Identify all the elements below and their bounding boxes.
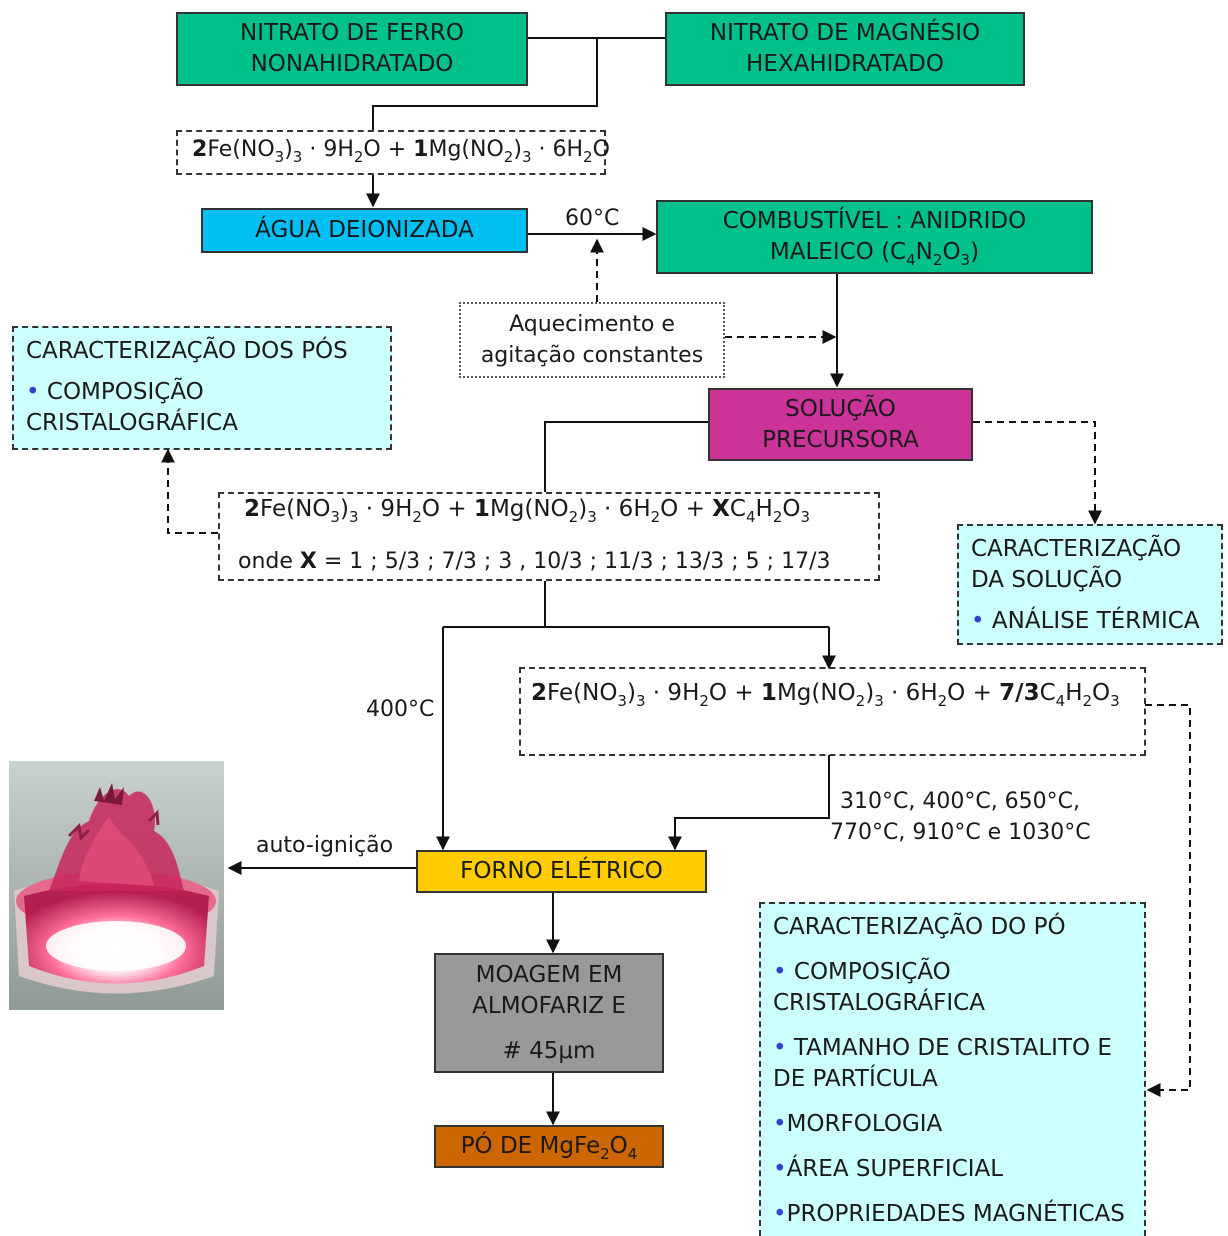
equation-3: 2Fe(NO3)3 · 9H2O + 1Mg(NO2)3 · 6H2O + 7/…	[531, 680, 1120, 710]
magnesium-nitrate-line2: HEXAHIDRATADO	[746, 51, 944, 77]
iron-nitrate-line1: NITRATO DE FERRO	[240, 20, 464, 46]
temperature-400-label: 400°C	[366, 697, 435, 722]
powder-characterization-title: CARACTERIZAÇÃO DO PÓ	[773, 914, 1066, 940]
equation-2: 2Fe(NO3)3 · 9H2O + 1Mg(NO2)3 · 6H2O + XC…	[244, 496, 811, 526]
equation-1-box	[176, 130, 606, 175]
grinding-line1: MOAGEM EM	[475, 961, 623, 988]
equation-1: 2Fe(NO3)3 · 9H2O + 1Mg(NO2)3 · 6H2O	[192, 137, 610, 166]
grinding-line2: ALMOFARIZ E	[472, 992, 626, 1019]
final-powder-box: PÓ DE MgFe2O4	[434, 1125, 664, 1168]
magnesium-nitrate-box: NITRATO DE MAGNÉSIO HEXAHIDRATADO	[665, 12, 1025, 86]
solution-characterization-title-line1: CARACTERIZAÇÃO	[971, 536, 1182, 562]
deionized-water-box: ÁGUA DEIONIZADA	[201, 208, 528, 253]
powder-characterization-box: CARACTERIZAÇÃO DO PÓ • COMPOSIÇÃO CRISTA…	[759, 902, 1146, 1236]
fuel-box: COMBUSTÍVEL : ANIDRIDO MALEICO (C4N2O3)	[656, 200, 1093, 274]
powder-characterization-item: • COMPOSIÇÃO CRISTALOGRÁFICA	[773, 959, 985, 1016]
fuel-line2: MALEICO (C4N2O3)	[769, 239, 980, 269]
solution-characterization-item: • ANÁLISE TÉRMICA	[971, 608, 1200, 634]
precursor-solution-box: SOLUÇÃO PRECURSORA	[708, 388, 973, 461]
powder-characterization-item: •ÁREA SUPERFICIAL	[773, 1156, 1004, 1182]
combustion-photo	[9, 761, 224, 1010]
iron-nitrate-box: NITRATO DE FERRO NONAHIDRATADO	[176, 12, 528, 86]
auto-ignition-label: auto-ignição	[256, 833, 394, 858]
solution-characterization-box: CARACTERIZAÇÃO DA SOLUÇÃO • ANÁLISE TÉRM…	[957, 524, 1223, 645]
deionized-water-label: ÁGUA DEIONIZADA	[255, 217, 474, 243]
equation-3-box	[519, 667, 1146, 756]
final-powder-label: PÓ DE MgFe2O4	[460, 1133, 638, 1163]
grinding-box: MOAGEM EM ALMOFARIZ E # 45μm	[434, 953, 664, 1073]
calcination-temperatures-line1: 310°C, 400°C, 650°C,	[840, 789, 1081, 814]
iron-nitrate-line2: NONAHIDRATADO	[250, 51, 454, 77]
equation-2-box	[218, 492, 880, 581]
electric-furnace-box: FORNO ELÉTRICO	[416, 850, 707, 893]
equation-2-x-values: onde X = 1 ; 5/3 ; 7/3 ; 3 , 10/3 ; 11/3…	[238, 549, 831, 574]
precursor-solution-line2: PRECURSORA	[762, 426, 919, 453]
powders-characterization-title: CARACTERIZAÇÃO DOS PÓS	[26, 338, 348, 364]
calcination-temperatures-line2: 770°C, 910°C e 1030°C	[830, 820, 1091, 845]
heating-stirring-box: Aquecimento e agitação constantes	[459, 302, 725, 378]
powders-characterization-item: • COMPOSIÇÃO CRISTALOGRÁFICA	[26, 379, 238, 436]
powder-characterization-item: •MORFOLOGIA	[773, 1111, 943, 1137]
electric-furnace-label: FORNO ELÉTRICO	[460, 858, 663, 884]
powder-characterization-item: • TAMANHO DE CRISTALITO E DE PARTÍCULA	[773, 1035, 1112, 1092]
temperature-60-label: 60°C	[565, 206, 620, 231]
precursor-solution-line1: SOLUÇÃO	[785, 395, 896, 422]
fuel-line1: COMBUSTÍVEL : ANIDRIDO	[722, 208, 1027, 234]
powder-characterization-item: •PROPRIEDADES MAGNÉTICAS	[773, 1201, 1125, 1227]
magnesium-nitrate-line1: NITRATO DE MAGNÉSIO	[709, 20, 981, 46]
heating-line2: agitação constantes	[480, 343, 704, 368]
heating-line1: Aquecimento e	[509, 312, 675, 337]
solution-characterization-title-line2: DA SOLUÇÃO	[971, 567, 1123, 593]
powders-characterization-box: CARACTERIZAÇÃO DOS PÓS • COMPOSIÇÃO CRIS…	[12, 326, 392, 450]
grinding-line3: # 45μm	[502, 1037, 596, 1064]
